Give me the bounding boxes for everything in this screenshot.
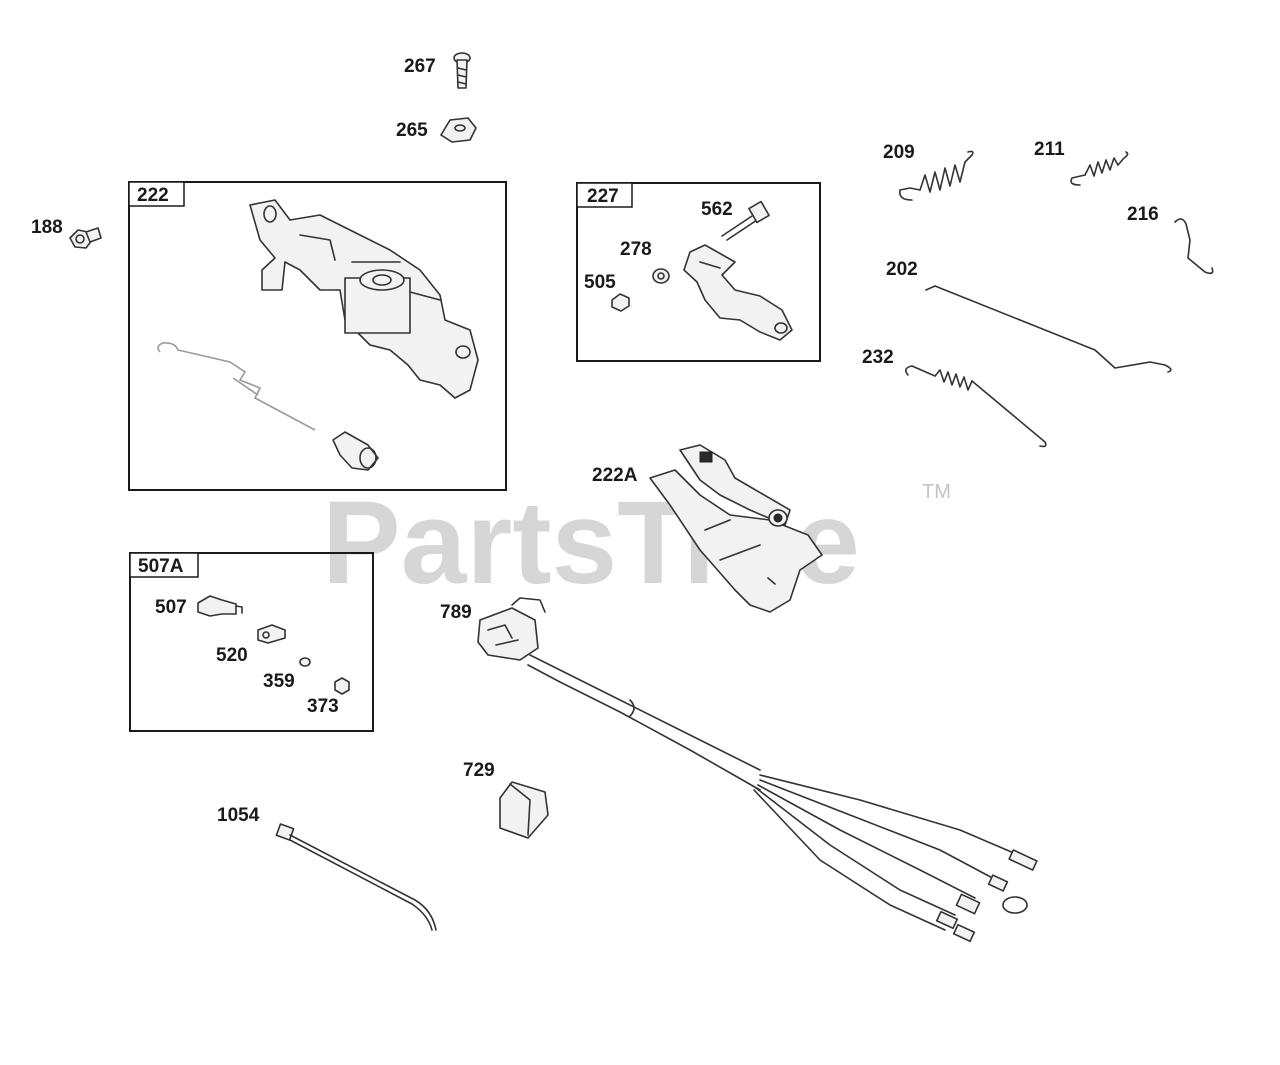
callout-373[interactable]: 373 — [307, 696, 339, 717]
group-227-tab — [576, 182, 633, 208]
callout-211[interactable]: 211 — [1034, 139, 1065, 160]
callout-209[interactable]: 209 — [883, 142, 915, 163]
callout-729[interactable]: 729 — [463, 760, 495, 781]
callout-789[interactable]: 789 — [440, 602, 472, 623]
spring-209-drawing — [898, 150, 974, 201]
callout-507[interactable]: 507 — [155, 597, 187, 618]
screw-267-drawing — [453, 52, 471, 89]
rod-202-drawing — [925, 285, 1172, 373]
callout-359[interactable]: 359 — [263, 671, 295, 692]
callout-232[interactable]: 232 — [862, 347, 894, 368]
governor-bracket-drawing — [249, 199, 479, 399]
watermark: PartsTree TM — [322, 477, 951, 609]
group-222[interactable]: 222 — [128, 181, 507, 491]
group-222-label: 222 — [137, 185, 169, 206]
spring-232-drawing — [904, 365, 1047, 448]
callout-216[interactable]: 216 — [1127, 204, 1159, 225]
watermark-trademark: TM — [922, 481, 951, 503]
throttle-lever-drawing — [611, 200, 793, 341]
callout-278[interactable]: 278 — [620, 239, 652, 260]
group-507A-tab — [129, 552, 199, 578]
wire-216-drawing — [1174, 218, 1214, 275]
clip-265-drawing — [440, 117, 477, 143]
callout-202[interactable]: 202 — [886, 259, 918, 280]
control-bracket-222A-drawing — [649, 444, 823, 613]
group-222-frame — [128, 181, 507, 491]
switch-hardware-drawing — [197, 595, 350, 695]
group-227-frame — [576, 182, 821, 362]
callout-562[interactable]: 562 — [701, 199, 733, 220]
group-507A-label: 507A — [138, 556, 184, 577]
group-227[interactable]: 227 562 278 505 — [576, 182, 821, 362]
boot-729-drawing — [499, 781, 549, 839]
callout-222A[interactable]: 222A — [592, 465, 638, 486]
callout-505[interactable]: 505 — [584, 272, 616, 293]
link-rod-ghost-drawing — [157, 342, 379, 471]
group-507A[interactable]: 507A 507 520 359 373 — [129, 552, 374, 732]
callout-1054[interactable]: 1054 — [217, 805, 260, 826]
nut-188-drawing — [69, 227, 102, 249]
callout-520[interactable]: 520 — [216, 645, 248, 666]
cable-tie-1054-drawing — [275, 823, 437, 931]
group-507A-frame — [129, 552, 374, 732]
callout-188[interactable]: 188 — [31, 217, 63, 238]
group-222-tab — [128, 181, 185, 207]
group-227-label: 227 — [587, 186, 619, 207]
callout-267[interactable]: 267 — [404, 56, 436, 77]
wiring-harness-789-drawing — [477, 597, 1038, 943]
spring-211-drawing — [1070, 151, 1129, 186]
callout-265[interactable]: 265 — [396, 120, 428, 141]
